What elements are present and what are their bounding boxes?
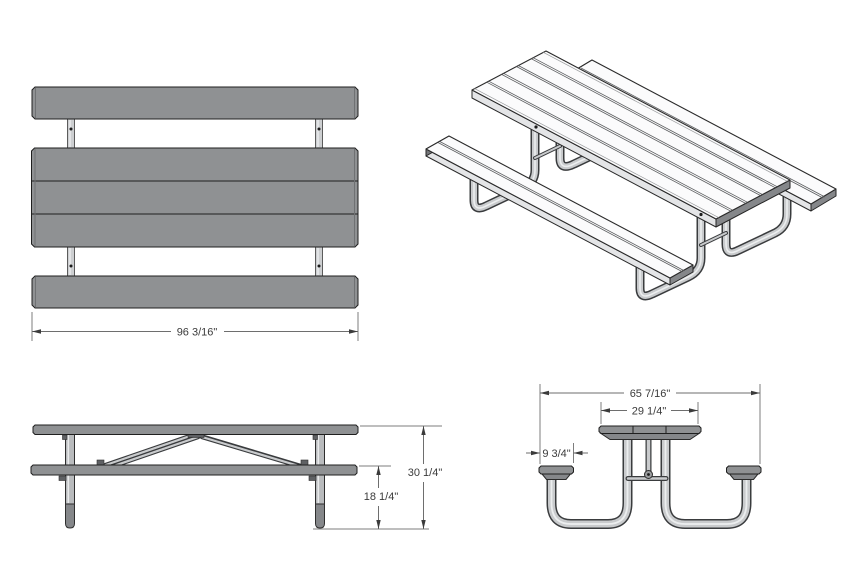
isometric-view [425, 50, 837, 301]
seat-clamp [58, 475, 67, 481]
dimension-label-top-width: 29 1/4" [632, 406, 667, 418]
brace-foot [96, 459, 105, 466]
dimension-label-plan-length: 96 3/16" [177, 327, 218, 339]
tabletop-plank-joints [474, 51, 788, 218]
end-frame-tubes [546, 435, 752, 529]
dimension-label-seat-height: 18 1/4" [364, 491, 399, 503]
bench-plank [31, 275, 359, 309]
leg-end-cap [315, 503, 325, 529]
table-plank [31, 147, 359, 182]
plank-end-shading [34, 88, 355, 307]
tabletop-side [32, 424, 359, 435]
table-plank [31, 213, 359, 248]
bolt [69, 264, 73, 268]
frame-tie-bar [533, 144, 728, 247]
dimension-end-widths: 65 7/16" 29 1/4" 9 3/4" [526, 384, 761, 464]
brace-foot [300, 459, 309, 466]
frame-connector [67, 117, 75, 150]
bolt [534, 125, 538, 129]
side-view: 18 1/4" 30 1/4" [30, 424, 443, 530]
seat-end [726, 465, 762, 475]
bolt [317, 127, 321, 131]
side-fittings [58, 432, 318, 481]
seat-cleat [540, 473, 572, 480]
end-benches [538, 465, 762, 480]
end-tabletop [598, 425, 702, 440]
table-plank [31, 180, 359, 215]
end-view: 65 7/16" 29 1/4" 9 3/4" [526, 384, 762, 529]
seat-cleat [728, 473, 760, 480]
iso-tabletop [471, 50, 791, 228]
tabletop-end [598, 425, 702, 434]
dimension-plan-length: 96 3/16" [31, 312, 359, 341]
leg-end-cap [65, 503, 75, 529]
frame-connector [315, 117, 323, 150]
plan-frame-connectors [67, 117, 323, 278]
dimension-side-heights: 18 1/4" 30 1/4" [313, 425, 443, 530]
tabletop-surface [471, 50, 791, 220]
plan-view: 96 3/16" [31, 86, 359, 341]
seat-side [30, 464, 358, 476]
bolt [317, 264, 321, 268]
bench-plank [31, 86, 359, 120]
frame-connector [315, 245, 323, 278]
dimension-label-overall-width: 65 7/16" [630, 388, 671, 400]
frame-connector [67, 245, 75, 278]
bolt [699, 212, 703, 217]
dimension-label-overall-height: 30 1/4" [408, 467, 443, 479]
tabletop-cleat [599, 433, 701, 440]
side-legs [65, 433, 325, 529]
seat-end [538, 465, 574, 475]
iso-near-bench [425, 135, 694, 286]
frame-tube [660, 435, 752, 529]
seat-clamp [308, 475, 317, 481]
dimension-label-seat-width: 9 3/4" [542, 448, 570, 460]
bolt [69, 127, 73, 131]
side-braces [97, 432, 312, 472]
